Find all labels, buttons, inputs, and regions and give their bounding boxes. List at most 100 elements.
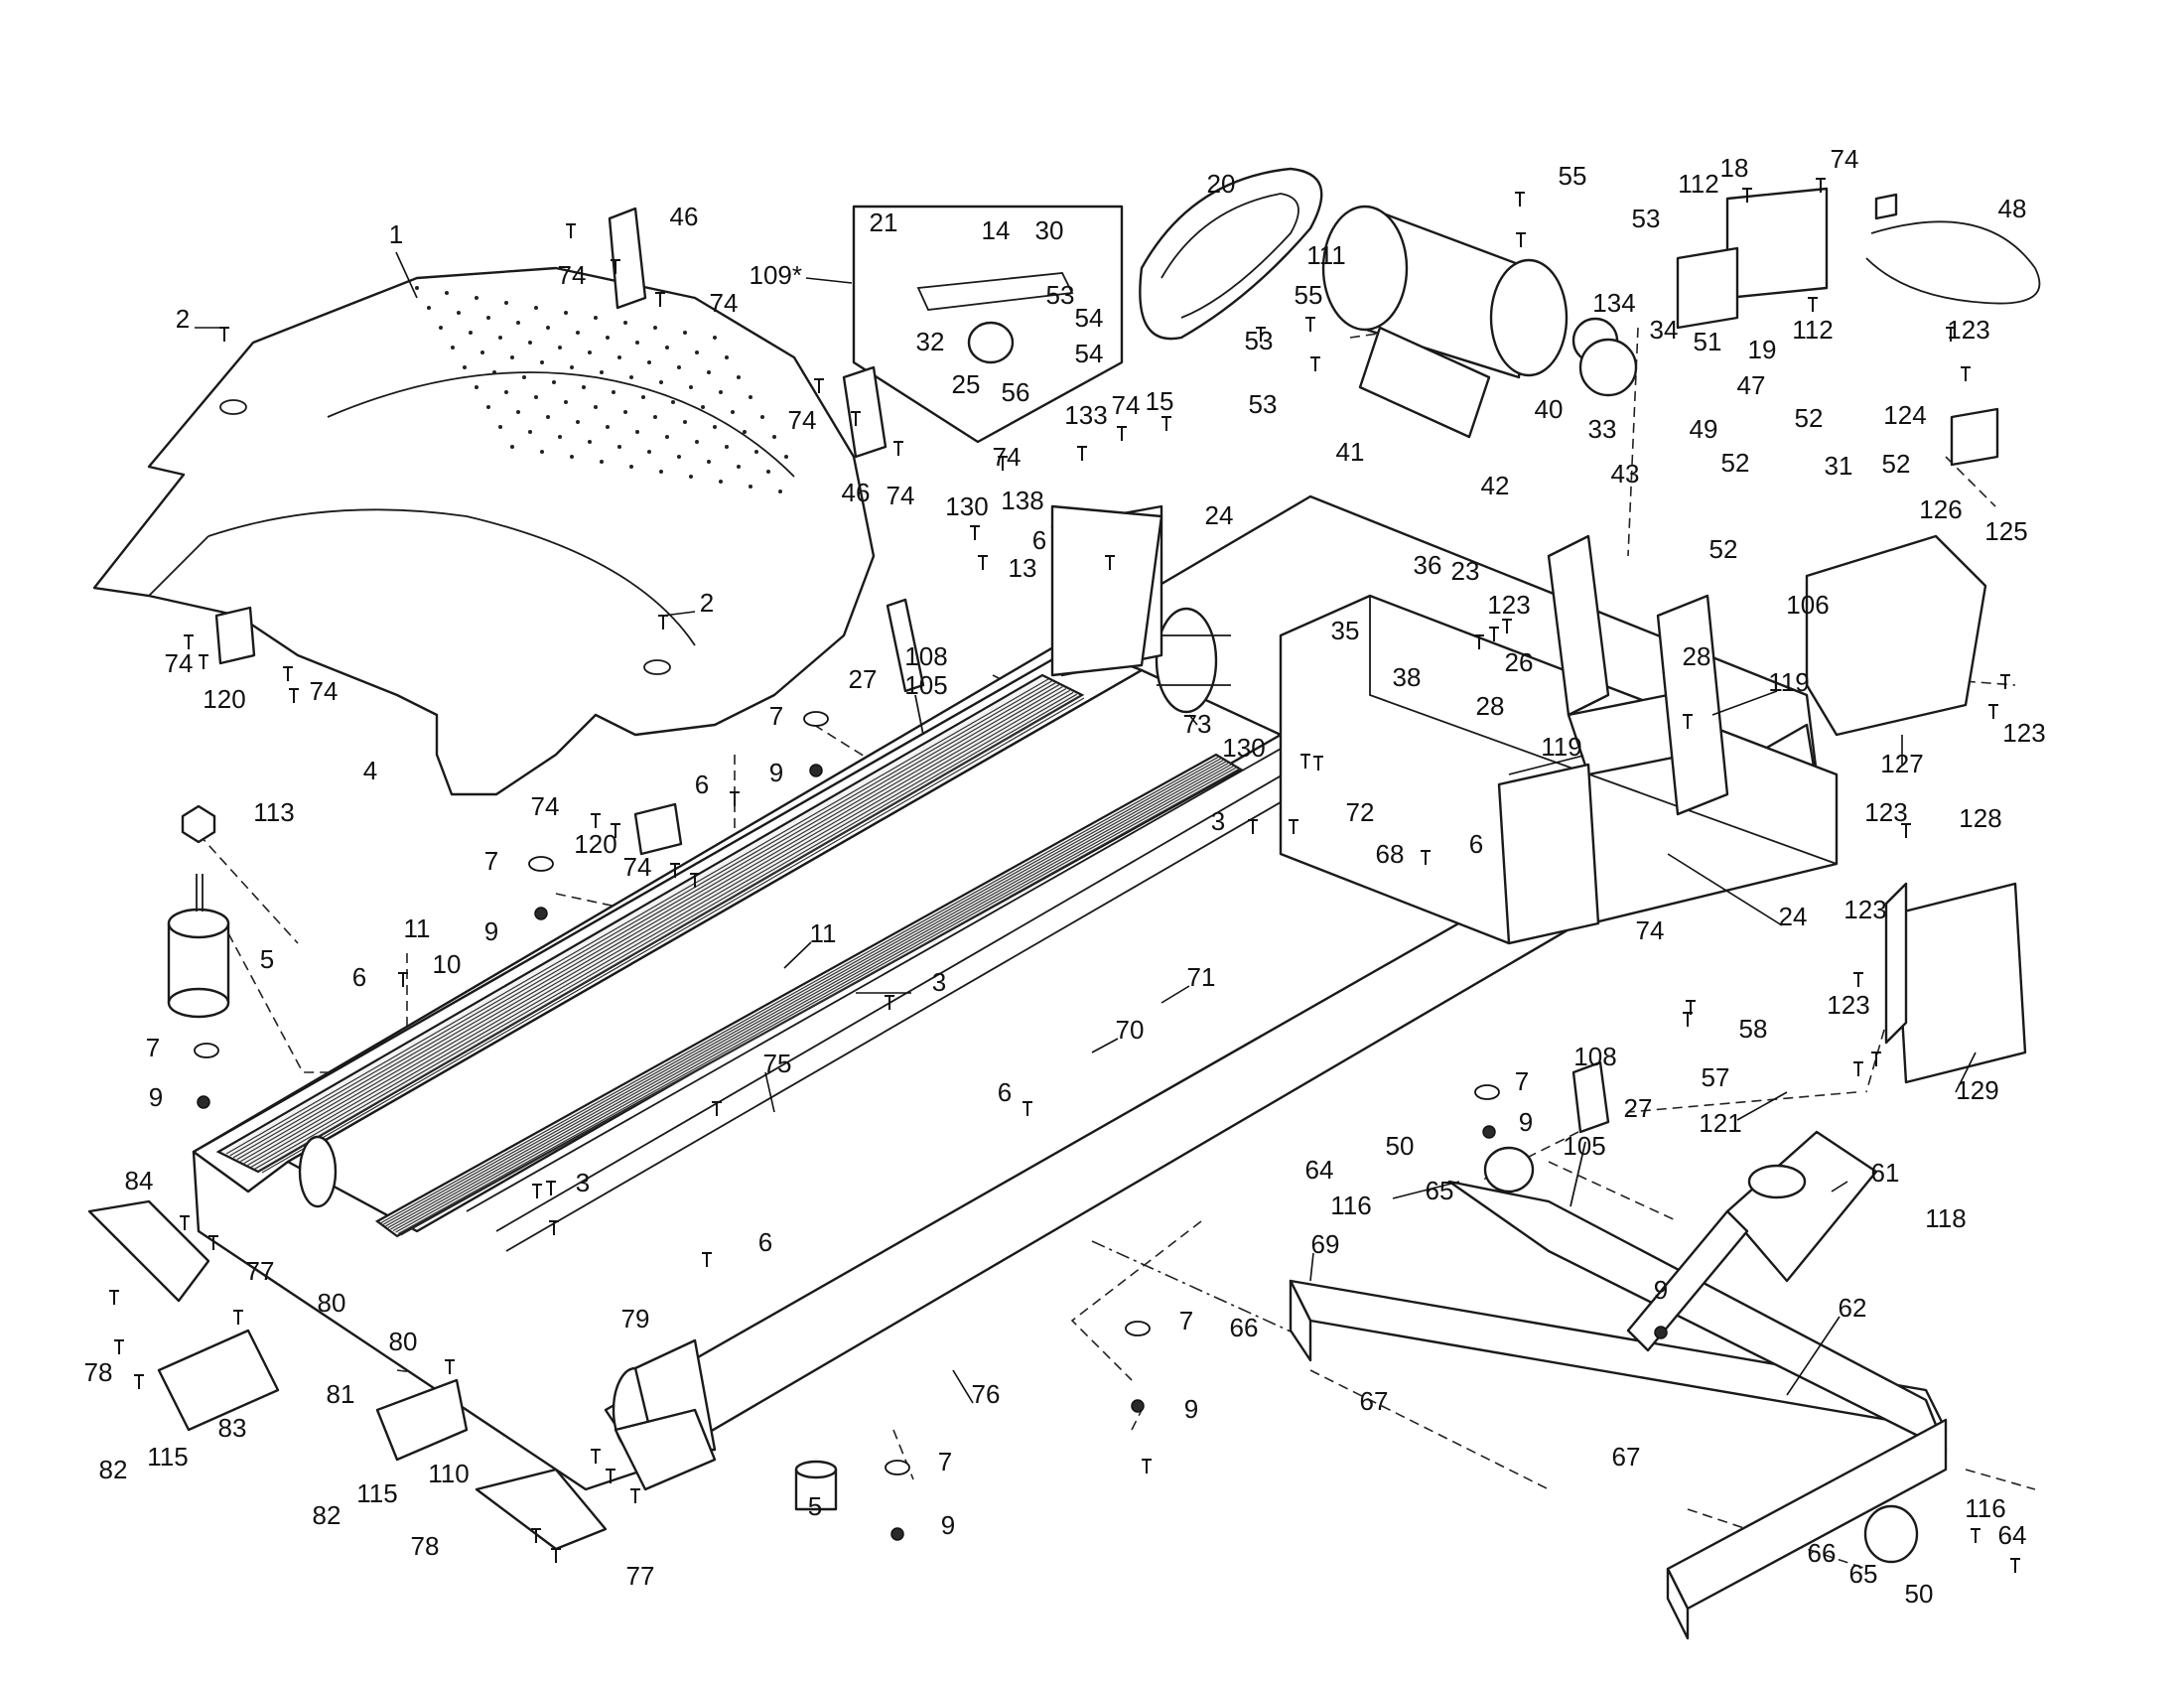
screw (180, 1215, 190, 1230)
callout-number: 13 (1009, 553, 1037, 583)
callout-number: 43 (1611, 459, 1640, 489)
callout-number: 27 (849, 664, 878, 694)
callout-number: 56 (1002, 377, 1030, 407)
vent-dot (713, 425, 717, 429)
groove-line (395, 765, 1235, 1233)
callout-number: 52 (1882, 449, 1911, 479)
vent-dot (534, 395, 538, 399)
screw (1256, 327, 1266, 342)
screw (398, 972, 408, 987)
screw (1161, 416, 1171, 431)
vent-dot (689, 385, 693, 389)
callout-number: 82 (313, 1500, 341, 1530)
vent-dot (737, 465, 741, 469)
callout-number: 5 (808, 1491, 822, 1521)
callout-number: 119 (1768, 667, 1809, 697)
callout-number: 78 (84, 1357, 113, 1387)
callout-number: 77 (246, 1256, 275, 1286)
callout-number: 105 (1563, 1131, 1605, 1161)
callout-number: 74 (165, 648, 194, 678)
screw (978, 555, 988, 570)
screw (690, 873, 700, 888)
screw (1300, 754, 1310, 769)
screw (208, 1235, 218, 1250)
groove-line (379, 756, 1220, 1224)
callout-number: 65 (1426, 1176, 1454, 1205)
vent-dot (594, 405, 598, 409)
vent-dot (588, 351, 592, 354)
screw (611, 259, 620, 274)
groove-line (225, 678, 1049, 1155)
callout-number: 27 (1624, 1093, 1653, 1123)
callout-number: 105 (904, 670, 947, 700)
callout-number: 108 (904, 641, 947, 671)
callout-number: 24 (1205, 500, 1234, 530)
vent-dot (784, 455, 788, 459)
callout-number: 52 (1795, 403, 1824, 433)
vent-dot (457, 311, 461, 315)
vent-dot (749, 395, 752, 399)
vent-dot (629, 375, 633, 379)
screw (1248, 819, 1258, 834)
vent-dot (492, 370, 496, 374)
screw (1853, 972, 1863, 987)
callout-number: 6 (695, 770, 709, 799)
vent-dot (701, 405, 705, 409)
vent-dot (737, 375, 741, 379)
vent-dot (689, 475, 693, 479)
groove-line (387, 760, 1228, 1229)
screw (134, 1374, 144, 1389)
callout-number: 82 (99, 1455, 128, 1484)
vent-dot (743, 430, 747, 434)
callout-number: 67 (1612, 1442, 1641, 1472)
screw (998, 456, 1008, 471)
callout-number: 74 (1112, 390, 1141, 420)
callout-number: 4 (363, 756, 377, 785)
callout-number: 66 (1808, 1538, 1837, 1568)
callout-number: 9 (941, 1510, 955, 1540)
screw (283, 666, 293, 681)
callout-number: 129 (1956, 1075, 1998, 1105)
screw (655, 292, 665, 307)
screw (1988, 704, 1998, 719)
callout-number: 111 (1306, 240, 1346, 270)
callout-number: 53 (1249, 389, 1278, 419)
callout-number: 123 (1947, 315, 1989, 345)
callout-number: 51 (1694, 327, 1722, 356)
callout-number: 53 (1245, 326, 1274, 355)
screw (1313, 756, 1323, 771)
screw (531, 1528, 541, 1543)
vent-dot (522, 375, 526, 379)
callout-number: 80 (318, 1288, 346, 1318)
vent-dot (623, 410, 627, 414)
callout-number: 46 (842, 478, 871, 507)
vent-dot (576, 331, 580, 335)
callout-number: 41 (1336, 437, 1365, 467)
callout-number: 30 (1035, 215, 1064, 245)
callout-number: 81 (327, 1379, 355, 1409)
callout-number: 11 (810, 918, 837, 948)
vent-dot (463, 365, 467, 369)
callout-number: 115 (147, 1442, 188, 1472)
vent-dot (475, 296, 478, 300)
callout-number: 58 (1739, 1014, 1768, 1044)
callout-number: 134 (1592, 288, 1635, 318)
drive-assembly (214, 167, 2041, 1207)
callout-number: 64 (1305, 1155, 1334, 1185)
vent-dot (683, 331, 687, 335)
callout-number: 72 (1346, 797, 1375, 827)
callout-number: 74 (887, 481, 915, 510)
screw (2000, 674, 2010, 689)
screw (1077, 446, 1087, 461)
screw (1474, 634, 1484, 649)
screw (233, 1310, 243, 1325)
vent-dot (749, 485, 752, 489)
callout-number: 28 (1683, 641, 1711, 671)
callout-number: 33 (1588, 414, 1617, 444)
vent-dot (558, 435, 562, 439)
screw (1421, 850, 1431, 865)
groove-line (232, 682, 1056, 1159)
callout-number: 52 (1721, 448, 1750, 478)
vent-dot (540, 360, 544, 364)
vent-dot (600, 370, 604, 374)
